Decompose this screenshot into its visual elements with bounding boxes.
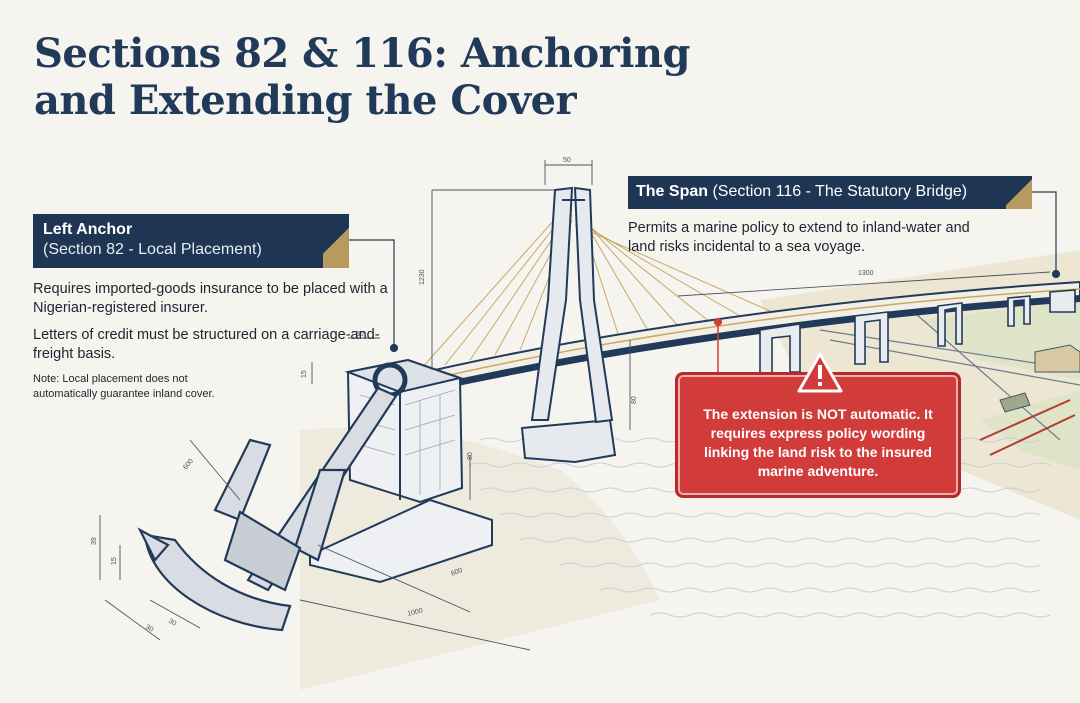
dim-base-width: 600 [450,567,464,578]
dim-pier-small: 15 [301,370,308,378]
span-header: The Span (Section 116 - The Statutory Br… [628,176,1032,209]
dim-anchor-h1: 39 [91,537,98,545]
warning-box: The extension is NOT automatic. It requi… [675,372,961,498]
dim-anchor-h2: 15 [111,557,118,565]
dim-tower-height: 1230 [419,269,426,285]
page-title: Sections 82 & 116: Anchoring and Extendi… [34,30,690,124]
warning-text: The extension is NOT automatic. It requi… [703,406,933,479]
span-paragraph: Permits a marine policy to extend to inl… [628,220,970,255]
left-anchor-callout: Left Anchor (Section 82 - Local Placemen… [33,214,393,402]
anchor-symbol [137,362,408,632]
dim-span-length: 1300 [858,270,874,277]
warning-triangle-icon [797,352,843,393]
dim-anchor-w2: 30 [144,624,154,634]
dimension-lines [99,160,1051,651]
span-callout: The Span (Section 116 - The Statutory Br… [628,176,1032,257]
left-anchor-paragraph-2: Letters of credit must be structured on … [33,327,380,362]
field-patch-2 [980,390,1080,470]
warehouse-building [999,344,1080,413]
left-anchor-note: Note: Local placement does not automatic… [33,373,215,400]
dim-anchor-shank: 600 [182,458,195,472]
pylon-tower [520,186,617,464]
page-title-line-2: and Extending the Cover [34,77,577,124]
dim-tower-top: 50 [563,157,571,164]
dim-river-pier: 80 [467,452,474,460]
left-anchor-heading: Left Anchor [43,221,133,238]
left-anchor-paragraph-1: Requires imported-goods insurance to be … [33,281,388,316]
dim-pier-height: 80 [631,396,638,404]
left-anchor-header: Left Anchor (Section 82 - Local Placemen… [33,214,349,268]
dim-anchor-w1: 30 [167,618,177,628]
page-title-line-1: Sections 82 & 116: Anchoring [34,30,690,77]
left-anchor-subheading: (Section 82 - Local Placement) [43,241,262,258]
span-subheading: (Section 116 - The Statutory Bridge) [712,183,968,200]
dim-base-length: 1000 [407,607,424,618]
dim-pier-top: 50 [356,331,364,338]
span-heading: The Span [636,183,709,200]
